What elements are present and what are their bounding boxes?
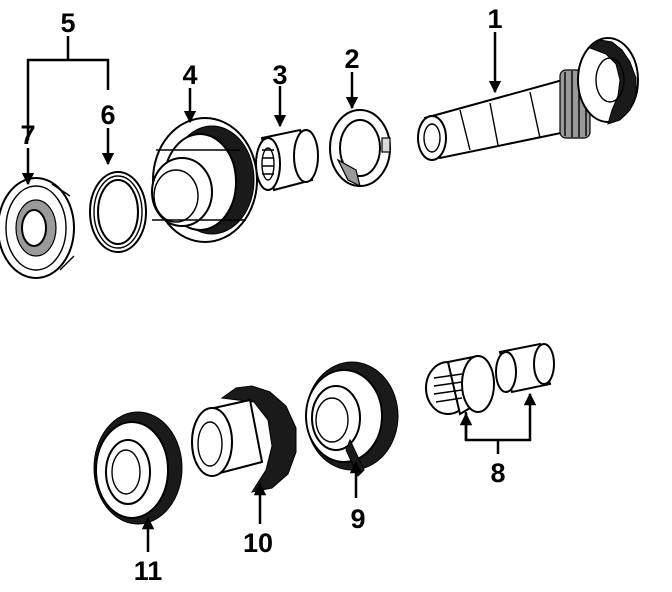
part-6-sync-ring [89, 171, 147, 253]
leader-lines [21, 32, 537, 552]
part-4-gear [151, 117, 258, 243]
part-9-gear [305, 361, 399, 477]
part-11-gear [93, 411, 183, 525]
callout-2: 2 [344, 44, 359, 74]
callout-9: 9 [350, 504, 365, 534]
callout-5: 5 [60, 8, 75, 38]
part-2-ring [329, 109, 391, 188]
part-10-pinion-gear [191, 385, 297, 493]
callout-8: 8 [490, 458, 505, 488]
part-8-bearing-sleeve [425, 342, 555, 416]
callout-7: 7 [20, 120, 35, 150]
part-1-input-shaft [417, 37, 639, 161]
callout-10: 10 [243, 528, 273, 558]
callout-3: 3 [272, 60, 287, 90]
callout-6: 6 [100, 100, 115, 130]
part-7-sync-hub [0, 177, 75, 279]
callout-11: 11 [134, 556, 163, 586]
callout-1: 1 [487, 4, 502, 34]
callout-4: 4 [182, 60, 197, 90]
part-3-bearing [255, 128, 319, 192]
